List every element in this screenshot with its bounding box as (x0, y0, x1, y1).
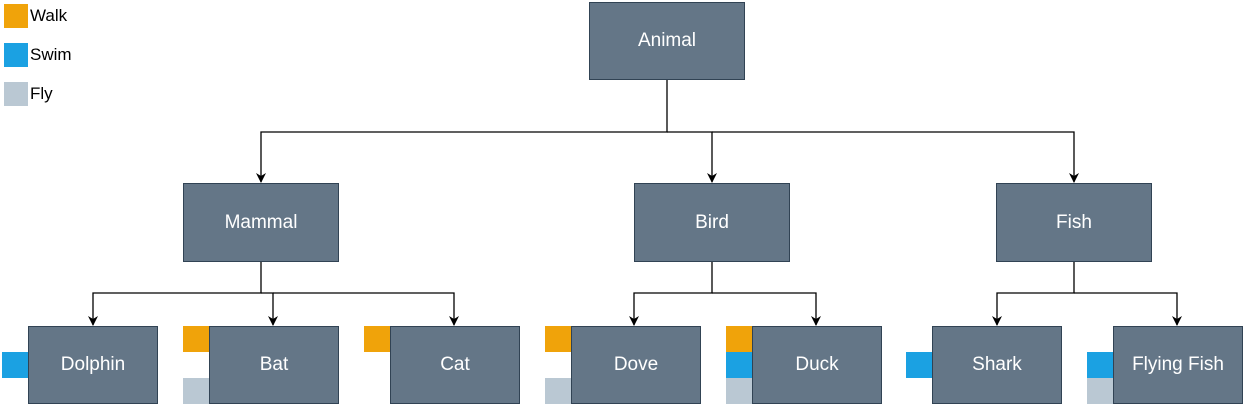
edge-animal-fish (712, 131, 1079, 183)
dolphin-swim-badge (2, 352, 28, 378)
node-animal-label: Animal (637, 30, 697, 51)
node-shark-label: Shark (972, 354, 1022, 375)
node-mammal: Mammal (183, 183, 339, 262)
edge-fish-shark (992, 262, 1075, 326)
node-bat-label: Bat (259, 354, 289, 375)
shark-swim-badge (906, 352, 932, 378)
node-fish: Fish (996, 183, 1152, 262)
node-cat: Cat (390, 326, 520, 404)
node-dolphin: Dolphin (28, 326, 158, 404)
node-fish-label: Fish (1056, 211, 1092, 233)
legend-swim-label: Swim (30, 45, 72, 64)
node-flying-fish-label: Flying Fish (1132, 354, 1224, 375)
walk-swatch (4, 4, 28, 28)
legend-swim: Swim (4, 43, 72, 67)
edge-fish-flyingfish (1074, 292, 1182, 326)
dove-fly-badge (545, 378, 571, 404)
node-dove: Dove (571, 326, 701, 404)
edge-bird-dove (629, 262, 713, 326)
flying-fish-swim-badge (1087, 352, 1113, 378)
node-bird-label: Bird (695, 211, 729, 233)
edge-mammal-dolphin (88, 262, 262, 326)
flying-fish-fly-badge (1087, 378, 1113, 404)
edge-animal-mammal (256, 80, 668, 183)
edge-mammal-bat (261, 292, 278, 326)
edge-bird-duck (712, 292, 821, 326)
node-bat: Bat (209, 326, 339, 404)
node-duck: Duck (752, 326, 882, 404)
node-dove-label: Dove (613, 354, 659, 375)
node-flying-fish: Flying Fish (1113, 326, 1243, 404)
duck-fly-badge (726, 378, 752, 404)
legend-walk-label: Walk (30, 6, 68, 25)
dove-walk-badge (545, 326, 571, 352)
swim-swatch (4, 43, 28, 67)
bat-fly-badge (183, 378, 209, 404)
duck-swim-badge (726, 352, 752, 378)
node-animal: Animal (589, 2, 745, 80)
fly-swatch (4, 82, 28, 106)
node-duck-label: Duck (795, 354, 839, 375)
legend-fly-label: Fly (30, 84, 53, 103)
node-cat-label: Cat (440, 354, 470, 375)
node-shark: Shark (932, 326, 1062, 404)
legend-walk: Walk (4, 4, 67, 28)
node-mammal-label: Mammal (224, 211, 298, 233)
edge-animal-bird (667, 131, 717, 183)
duck-walk-badge (726, 326, 752, 352)
edge-mammal-cat (273, 292, 459, 326)
node-bird: Bird (634, 183, 790, 262)
node-dolphin-label: Dolphin (60, 354, 126, 375)
bat-walk-badge (183, 326, 209, 352)
cat-walk-badge (364, 326, 390, 352)
legend-fly: Fly (4, 82, 53, 106)
